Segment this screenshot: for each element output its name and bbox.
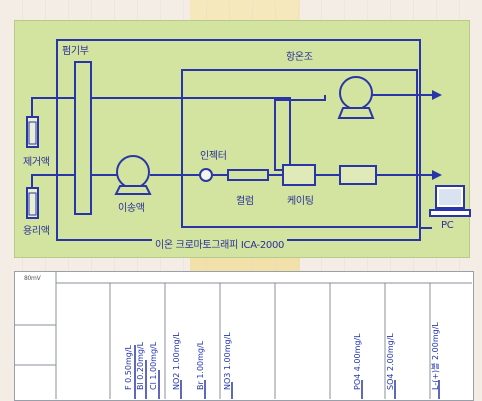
pump-unit-label: 펌기부: [62, 46, 89, 57]
chromatogram-unit: 80mV: [24, 275, 41, 282]
pump-unit-bar: [74, 61, 92, 215]
carrier-label: 이송액: [118, 203, 145, 214]
eluent-inner: [28, 192, 37, 216]
peak-label-no3: NO3 1.00mg/L: [223, 332, 232, 390]
thermostat-label: 항온조: [286, 52, 313, 63]
peak-label-no2: NO2 1.00mg/L: [172, 332, 181, 390]
eluent-label: 용리액: [23, 226, 50, 237]
thermostat-box: [181, 69, 418, 228]
peak-label-f: F 0.50mg/L: [124, 345, 133, 390]
remover-label: 제거액: [23, 157, 50, 168]
peak-label-lactate: L-(+)볼 2.00mg/L: [431, 322, 440, 390]
chromatogram-panel: [14, 271, 474, 401]
remover-inner: [28, 121, 37, 145]
pc-icon: [429, 185, 471, 217]
peak-label-so4: SO4 2.00mg/L: [386, 333, 395, 390]
cartridge-label: 케이팅: [287, 196, 314, 207]
injector-valve: [199, 168, 213, 182]
pc-label: PC: [441, 220, 454, 231]
peak-label-br: Br 1.00mg/L: [196, 340, 205, 390]
peak-label-bl: Bl 0.20mg/L: [136, 341, 145, 390]
injector-label: 인젝터: [200, 151, 227, 162]
system-name-label: 이온 크로마토그래피 ICA-2000: [152, 236, 288, 251]
peak-label-cl: Cl 1.00mg/L: [149, 341, 158, 390]
column-label: 컬럼: [236, 196, 254, 207]
peak-label-po4: PO4 4.00mg/L: [353, 333, 362, 390]
